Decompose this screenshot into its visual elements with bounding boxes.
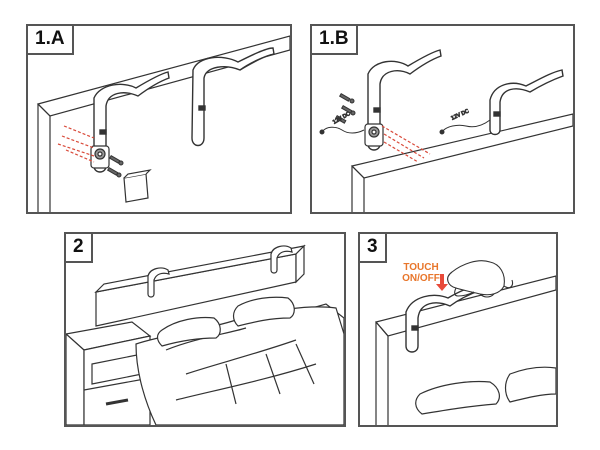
press-arrow-icon bbox=[436, 274, 448, 291]
alignment-lines bbox=[381, 125, 431, 163]
right-headboard-lamp-icon bbox=[270, 245, 293, 274]
hand-icon bbox=[447, 260, 514, 298]
mounting-bracket-icon bbox=[90, 145, 110, 169]
voltage-label-1: 12V DC bbox=[332, 111, 352, 126]
step-2-illustration bbox=[66, 244, 344, 425]
alignment-lines bbox=[57, 125, 95, 163]
headboard bbox=[350, 113, 573, 212]
voltage-label-2: 12V DC bbox=[450, 108, 470, 122]
mounted-lamp-icon bbox=[489, 69, 564, 136]
step-3-panel: 3 TOUCH ON/OFF bbox=[358, 232, 558, 427]
pillow-icons bbox=[156, 296, 295, 347]
touch-lamp-icon bbox=[405, 283, 482, 353]
step-1b-panel: 1.B 12V DC bbox=[310, 24, 575, 214]
step-3-illustration bbox=[374, 260, 556, 425]
touch-on-off-callout: TOUCH ON/OFF bbox=[394, 262, 448, 284]
step-1a-illustration bbox=[36, 35, 290, 212]
step-2-panel: 2 bbox=[64, 232, 346, 427]
pillow-icon bbox=[415, 366, 556, 415]
step-1b-illustration: 12V DC 12V DC bbox=[319, 49, 573, 212]
step-3-label: 3 bbox=[360, 234, 387, 263]
cover-cap-icon bbox=[123, 169, 152, 203]
mounting-bracket-icon bbox=[364, 123, 384, 147]
screw-icons bbox=[334, 92, 356, 124]
power-cable-icon: 12V DC bbox=[439, 108, 491, 135]
screw-icons bbox=[106, 154, 124, 178]
mounted-lamp-icon bbox=[191, 47, 275, 147]
touch-callout-line1: TOUCH bbox=[403, 262, 439, 273]
touch-callout-line2: ON/OFF bbox=[402, 273, 440, 284]
nightstand bbox=[66, 321, 152, 425]
step-1a-panel: 1.A bbox=[26, 24, 292, 214]
left-headboard-lamp-icon bbox=[147, 267, 170, 298]
step-2-label: 2 bbox=[66, 234, 93, 263]
step-1b-label: 1.B bbox=[312, 26, 358, 55]
step-1a-label: 1.A bbox=[28, 26, 74, 55]
